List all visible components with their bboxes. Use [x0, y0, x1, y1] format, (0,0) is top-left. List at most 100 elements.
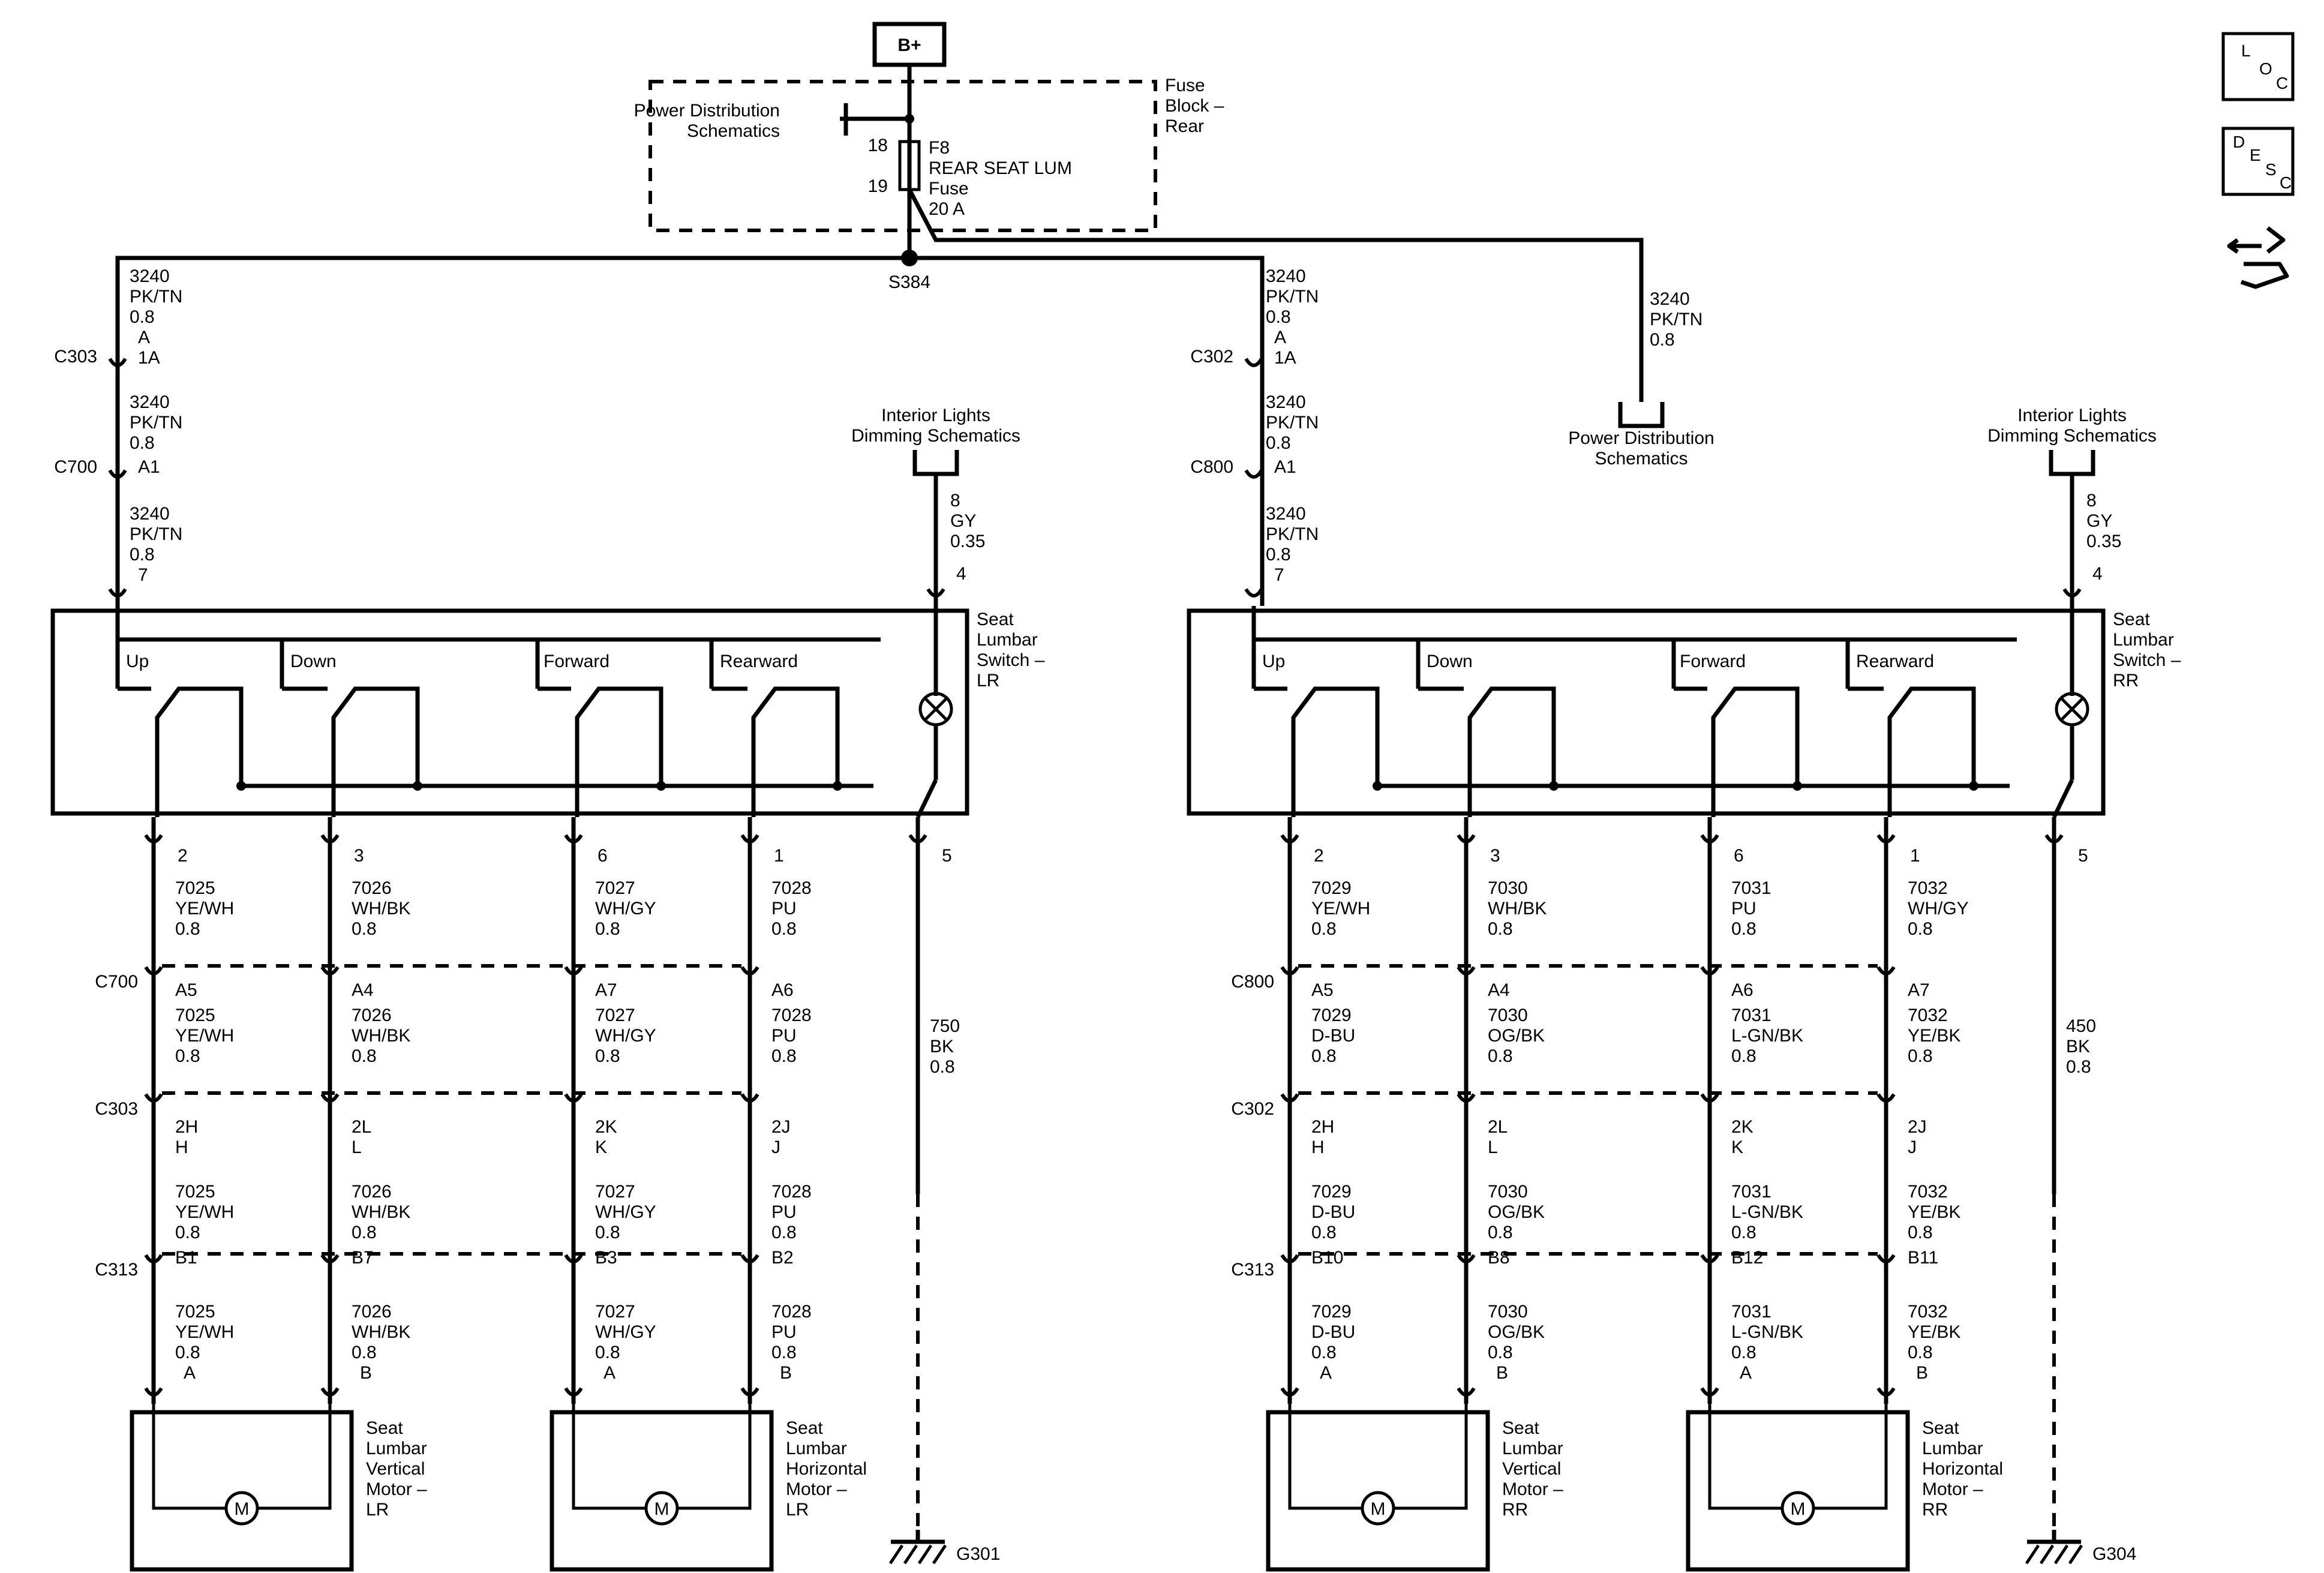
inline-connector — [1700, 966, 1719, 975]
reference-bracket — [912, 450, 959, 476]
wire-label: 7032 — [1908, 1302, 1948, 1322]
inline-connector — [1876, 1254, 1896, 1263]
wire-label: OG/BK — [1488, 1026, 1545, 1046]
left-feed-bus — [115, 256, 909, 606]
motor-connector — [144, 1387, 163, 1397]
switch-name: Switch – — [2113, 650, 2181, 670]
wire-label: L-GN/BK — [1731, 1322, 1803, 1342]
wire-label: 7026 — [352, 1005, 392, 1025]
wire-label: 0.8 — [352, 919, 377, 939]
dimming-reference: Interior Lights — [881, 406, 990, 425]
cavity-label: A6 — [771, 980, 794, 1000]
wire-label: 0.8 — [2066, 1057, 2091, 1077]
motor-label: M — [1791, 1499, 1806, 1519]
motor-connector — [740, 1387, 759, 1397]
motor-name: LR — [786, 1500, 809, 1520]
label: PK/TN — [130, 524, 182, 544]
wire-label: 0.8 — [771, 1223, 797, 1242]
wire-label: YE/WH — [175, 1322, 234, 1342]
wire-label: WH/BK — [352, 1322, 410, 1342]
wire-label: 7032 — [1908, 1005, 1948, 1025]
wire-label: PU — [771, 1322, 797, 1342]
wire-label: OG/BK — [1488, 1202, 1545, 1222]
switch-position-label: Rearward — [1856, 652, 1934, 671]
motor-connector — [1457, 1387, 1476, 1397]
switch-name: RR — [2113, 671, 2139, 691]
splice-dot — [656, 781, 666, 791]
wire-label: OG/BK — [1488, 1322, 1545, 1342]
pin-number: 2 — [178, 846, 188, 866]
switch-position-label: Up — [126, 652, 149, 671]
inline-connector — [1700, 1093, 1719, 1103]
motor-name: Horizontal — [1922, 1459, 2003, 1479]
inline-connector — [1457, 966, 1476, 975]
label: A1 — [138, 457, 160, 477]
dimming-connector — [2062, 588, 2082, 598]
switch-name: Switch – — [977, 650, 1045, 670]
reference-bracket — [2049, 450, 2095, 476]
pin-number: 5 — [2078, 846, 2088, 866]
motor-label: M — [235, 1499, 250, 1519]
pin-label: B — [1916, 1363, 1928, 1383]
lamp-icon — [2060, 697, 2084, 721]
inline-connector — [740, 1093, 759, 1103]
cavity-label: A6 — [1731, 980, 1753, 1000]
splice-dot — [236, 781, 246, 791]
inline-connector — [564, 1254, 583, 1263]
pd-schematics-label: Power Distribution — [634, 101, 780, 121]
wire-label: 7026 — [352, 1302, 392, 1322]
switch-contact — [751, 686, 840, 817]
connector-label: C800 — [1190, 457, 1233, 477]
switch-position-label: Down — [1427, 652, 1473, 671]
label: 7 — [1274, 565, 1284, 585]
inline-connector — [144, 1254, 163, 1263]
motor-symbol — [644, 1491, 679, 1526]
feed-connector — [108, 588, 127, 598]
feed-connector — [108, 358, 127, 367]
label: 3240 — [130, 392, 170, 412]
wire-label: 0.8 — [1311, 1046, 1337, 1066]
wire-label: WH/GY — [595, 1202, 656, 1222]
motor-connector — [1876, 1387, 1896, 1397]
cavity-label: 2J — [1908, 1117, 1927, 1137]
label: 0.8 — [130, 545, 155, 565]
pin-number: 1 — [1910, 846, 1920, 866]
wire-label: 7026 — [352, 878, 392, 898]
label: GY — [950, 511, 976, 531]
switch-position-label: Up — [1262, 652, 1285, 671]
label: 0.35 — [950, 532, 985, 551]
cavity-label: J — [1908, 1137, 1917, 1157]
label: 0.8 — [1266, 545, 1291, 565]
desc-icon: S — [2265, 160, 2277, 179]
motor-name: Lumbar — [1922, 1439, 1983, 1458]
switch-position-label: Rearward — [720, 652, 798, 671]
wire-label: WH/BK — [352, 1026, 410, 1046]
motor-name: RR — [1922, 1500, 1948, 1520]
label: PK/TN — [130, 413, 182, 433]
wire-label: D-BU — [1311, 1202, 1355, 1222]
motor-name: Seat — [1502, 1418, 1539, 1438]
wire-label: 0.8 — [1731, 1046, 1756, 1066]
switch-name: Seat — [977, 610, 1014, 629]
wire-label: 7029 — [1311, 1005, 1352, 1025]
wire-label: 0.8 — [930, 1057, 955, 1077]
wire-label: WH/GY — [595, 899, 656, 918]
cavity-label: L — [1488, 1137, 1498, 1157]
ground-icon — [2039, 1544, 2055, 1565]
splice-dot — [1969, 781, 1978, 791]
wire-label: PU — [771, 1202, 797, 1222]
motor-label: M — [1371, 1499, 1386, 1519]
label: 3240 — [130, 266, 170, 286]
pin-number: 5 — [942, 846, 952, 866]
wire-label: D-BU — [1311, 1322, 1355, 1342]
wire-label: 0.8 — [771, 1046, 797, 1066]
fuse-block-label: Fuse — [1165, 76, 1205, 95]
cavity-label: B7 — [352, 1248, 374, 1268]
wire-label: 7029 — [1311, 1182, 1352, 1202]
connector-label: C700 — [95, 972, 138, 992]
label: PK/TN — [1266, 287, 1319, 307]
label: 4 — [2092, 564, 2103, 584]
cavity-label: K — [1731, 1137, 1743, 1157]
inline-connector — [1876, 1093, 1896, 1103]
